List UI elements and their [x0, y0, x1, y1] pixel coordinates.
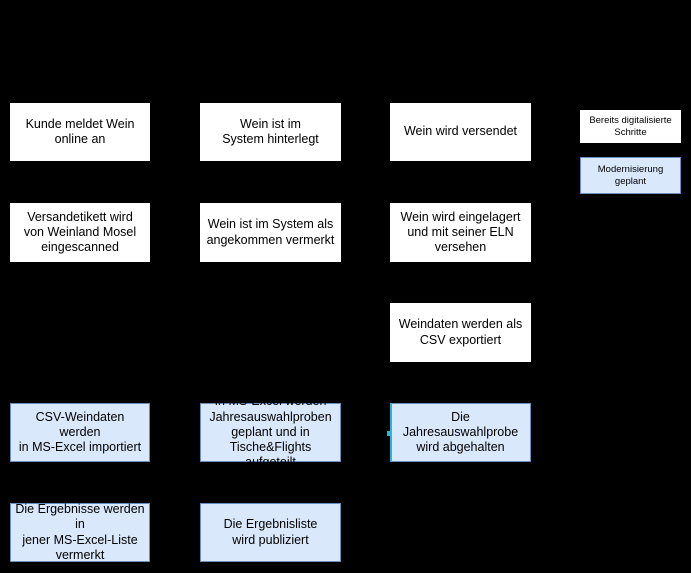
process-node-label: Weindaten werden als CSV exportiert — [398, 317, 523, 347]
process-node-label: Wein wird versendet — [403, 124, 517, 139]
process-node-n8[interactable]: CSV-Weindaten werden in MS-Excel importi… — [10, 403, 150, 462]
process-node-n6[interactable]: Wein wird eingelagert und mit seiner ELN… — [390, 203, 531, 262]
process-node-n1[interactable]: Kunde meldet Wein online an — [10, 103, 150, 161]
process-node-label: Wein ist im System als angekommen vermer… — [206, 217, 335, 247]
process-node-n10[interactable]: Die Jahresauswahlprobe wird abgehalten — [387, 403, 531, 462]
legend-item-label: Bereits digitalisierte Schritte — [589, 114, 672, 138]
process-node-n11[interactable]: Die Ergebnisse werden in jener MS-Excel-… — [10, 502, 150, 562]
process-node-n2[interactable]: Wein ist im System hinterlegt — [200, 103, 341, 161]
process-node-n3[interactable]: Wein wird versendet — [390, 103, 531, 161]
process-node-label: Versandetikett wird von Weinland Mosel e… — [23, 209, 137, 255]
process-node-label: Die Ergebnisliste wird publiziert — [223, 517, 318, 547]
process-node-n7[interactable]: Weindaten werden als CSV exportiert — [390, 303, 531, 362]
legend-item-label: Modernisierung geplant — [597, 163, 664, 187]
process-node-n9[interactable]: In MS-Excel werden Jahresauswahlproben g… — [200, 394, 341, 469]
legend-item-legend-planned[interactable]: Modernisierung geplant — [580, 157, 681, 194]
process-node-label: Kunde meldet Wein online an — [25, 116, 135, 146]
process-node-label: In MS-Excel werden Jahresauswahlproben g… — [209, 394, 332, 470]
process-node-label: Die Ergebnisse werden in jener MS-Excel-… — [15, 502, 145, 562]
process-node-n4[interactable]: Versandetikett wird von Weinland Mosel e… — [10, 203, 150, 262]
legend-item-legend-digitized[interactable]: Bereits digitalisierte Schritte — [580, 110, 681, 143]
process-node-label: Die Jahresauswahlprobe wird abgehalten — [402, 409, 519, 455]
process-node-label: CSV-Weindaten werden in MS-Excel importi… — [18, 409, 142, 455]
process-node-n5[interactable]: Wein ist im System als angekommen vermer… — [200, 203, 341, 262]
process-node-label: Wein ist im System hinterlegt — [222, 116, 319, 146]
selection-handle-west[interactable] — [387, 430, 392, 436]
process-node-label: Wein wird eingelagert und mit seiner ELN… — [400, 209, 521, 255]
process-node-n12[interactable]: Die Ergebnisliste wird publiziert — [200, 503, 341, 562]
